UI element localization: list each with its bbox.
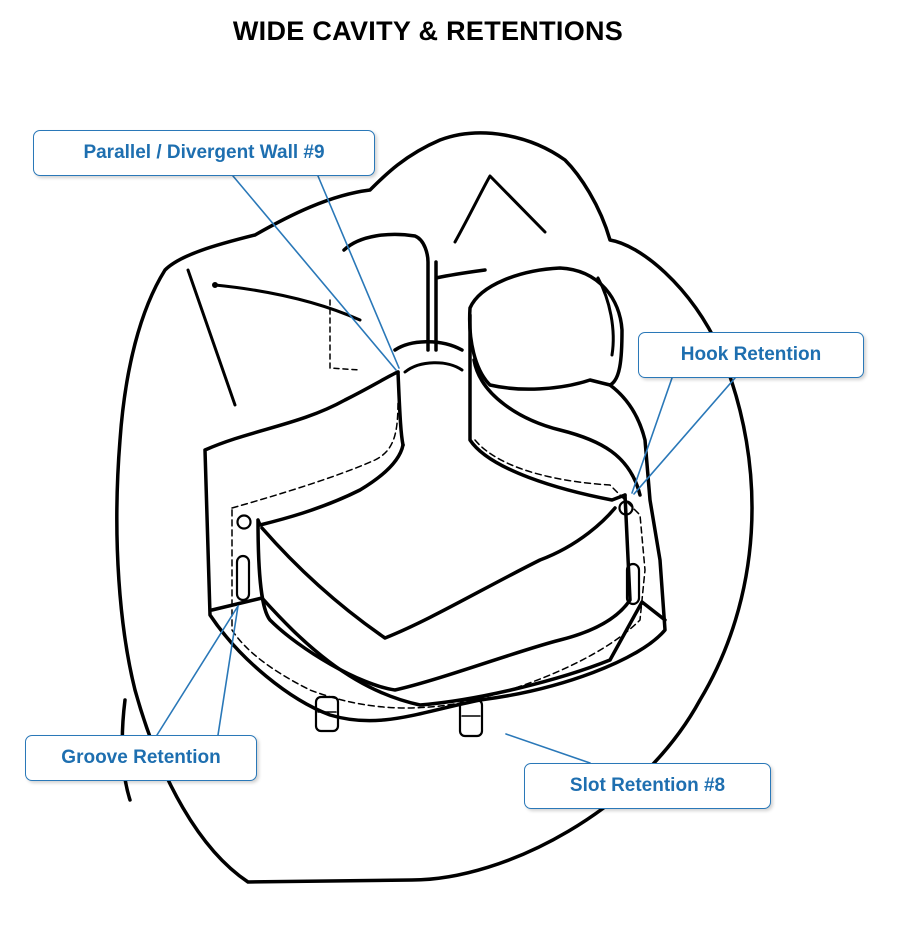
diagram-title: WIDE CAVITY & RETENTIONS: [232, 16, 624, 46]
hidden-line-left: [329, 299, 361, 371]
hook-retention-left: [236, 514, 252, 530]
cusp-left: [186, 268, 237, 407]
cavity-rim: [203, 370, 667, 723]
cusp-ridge-center: [453, 174, 547, 244]
right-cusp-lower: [472, 358, 642, 497]
cusp-left-ridge: [213, 283, 362, 322]
callout-parallel-wall: Parallel / Divergent Wall #9: [33, 130, 375, 176]
leader-hook-2: [633, 377, 736, 495]
isthmus-left-top: [342, 232, 430, 352]
callout-groove-retention: Groove Retention: [25, 735, 257, 781]
hook-retention-right: [618, 500, 634, 516]
leader-parallel-2: [317, 175, 400, 369]
leader-groove-1: [156, 605, 239, 736]
leader-lines: [156, 175, 736, 764]
isthmus-right-top: [434, 260, 487, 352]
slot-retention-2: [458, 698, 484, 738]
slot-retention-1: [314, 695, 340, 733]
proximal-box-wall: [210, 596, 667, 707]
leader-groove-2: [217, 605, 239, 736]
isthmus-left-wall: [396, 370, 405, 447]
leader-slot: [505, 733, 591, 764]
cavity-floor: [256, 443, 632, 692]
leader-hook-1: [631, 377, 673, 494]
isthmus-floor-inner: [403, 361, 464, 374]
callout-slot-retention: Slot Retention #8: [524, 763, 771, 809]
right-cusp-side: [468, 313, 627, 502]
cavity-floor-inner: [260, 506, 617, 640]
cusp-left-dot: [212, 282, 218, 288]
isthmus-floor: [393, 340, 464, 352]
leader-parallel-1: [232, 175, 397, 371]
groove-retention-left: [235, 554, 251, 602]
retention-dashed-outline: [231, 399, 646, 709]
tooth-outline: [115, 131, 754, 884]
callout-hook-retention: Hook Retention: [638, 332, 864, 378]
right-cusp-block: [467, 266, 624, 391]
groove-retention-right: [625, 562, 641, 606]
